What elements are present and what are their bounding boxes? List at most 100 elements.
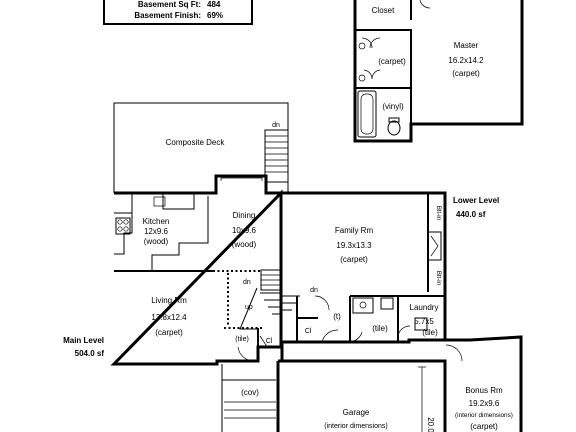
main-level-name: Main Level: [63, 336, 104, 345]
bonus-door-swing: [445, 344, 463, 362]
stairs-up: [260, 292, 281, 315]
fireplace-hearth: [430, 235, 439, 257]
deck-stair-treads: [265, 135, 288, 173]
bonus-walls: [445, 335, 523, 432]
kitchen-peninsula: [151, 196, 209, 271]
bathtub-basin-icon: [360, 93, 374, 135]
closet-floor: (carpet): [378, 57, 406, 66]
bath-door-swings: [363, 69, 381, 80]
family-floor: (carpet): [340, 255, 368, 264]
kitchen-floor: (wood): [144, 237, 169, 246]
master-suite-walls: [353, 0, 524, 143]
porch-floor: (cov): [241, 388, 259, 397]
kitchen-counter-top: [131, 193, 195, 213]
fireplace-icon: [427, 231, 442, 261]
lower-closet-cl-label: Cl: [305, 328, 312, 335]
lower-stair-door-swing: [314, 295, 330, 311]
deck-stairs-frame: [264, 129, 289, 183]
stove-icon: [115, 217, 131, 235]
washer-icon: [380, 297, 394, 310]
master-size: 16.2x14.2: [448, 56, 484, 65]
bathtub-icon: [357, 90, 377, 138]
bonus-floor: (carpet): [470, 422, 498, 431]
lower-door-swings: [321, 329, 363, 343]
basement-sqft-label: Basement Sq Ft:: [138, 0, 201, 9]
laundry-walls: [349, 295, 445, 342]
stairs-dn-label: dn: [243, 279, 251, 286]
closet-bath-partition: [355, 29, 412, 124]
deck-stairs-dn-label: dn: [272, 122, 280, 129]
utility-sink-icon: [352, 297, 374, 314]
deck: Composite Deck dn: [113, 102, 289, 193]
dining-floor: (wood): [232, 240, 257, 249]
bonus-room: Bonus Rm 19.2x9.6 (interior dimensions) …: [445, 335, 523, 432]
dining-size: 10x9.6: [232, 226, 257, 235]
bath-floor: (vinyl): [382, 102, 404, 111]
front-door-swing: [237, 346, 255, 362]
stairs-up-label: up: [245, 304, 253, 311]
lower-level-area: 440.0 sf: [456, 210, 486, 219]
master-door-swing: [419, 0, 431, 9]
family-name: Family Rm: [335, 226, 374, 235]
kitchen-counter-left: [114, 212, 133, 255]
laundry-floor: (tile): [422, 328, 438, 337]
lower-dn-label: dn: [310, 287, 318, 294]
lower-level-name: Lower Level: [453, 196, 499, 205]
toilet-icon: [387, 120, 401, 136]
foyer-closet-walls: [257, 328, 281, 361]
main-level-area: 504.0 sf: [75, 349, 105, 358]
laundry-door-swing: [397, 325, 411, 337]
living-floor: (carpet): [155, 328, 183, 337]
living-name: Living Rm: [151, 296, 187, 305]
garage-dimension: 20.0: [426, 417, 435, 432]
info-box-frame: [103, 0, 253, 25]
bltin-bottom-label: Blt-in: [435, 271, 442, 286]
laundry-name: Laundry: [410, 303, 439, 312]
garage-walls: [276, 359, 447, 432]
closet-door-swing: [259, 335, 269, 349]
porch: (cov): [221, 364, 276, 432]
kitchen-sink-icon: [153, 196, 166, 207]
toilet-tank-icon: [388, 117, 400, 123]
dryer-icon: [414, 317, 428, 331]
basement-finish-label: Basement Finish:: [134, 11, 201, 20]
lower-level: Blt-in Blt-in dn Cl (t) (tile) Family Rm…: [278, 191, 499, 363]
garage: Garage (interior dimensions) 20.0: [276, 359, 447, 432]
bonus-name: Bonus Rm: [465, 386, 503, 395]
porch-steps: [224, 401, 276, 419]
burner-icon: [117, 226, 123, 232]
porch-outline: [221, 364, 276, 432]
burner-icon: [123, 219, 129, 225]
sink-icon: [358, 74, 366, 82]
info-box: Basement Sq Ft: 484 Basement Finish: 69%: [103, 0, 253, 25]
master-floor: (carpet): [452, 69, 480, 78]
master-name: Master: [454, 41, 479, 50]
lower-closet-walls: [296, 296, 318, 342]
burner-icon: [123, 226, 129, 232]
foyer-floor: (tile): [235, 336, 249, 343]
burner-icon: [117, 219, 123, 225]
laundry-size: 5.7x5: [414, 317, 434, 326]
closet-name: Closet: [372, 6, 395, 15]
bonus-size: 19.2x9.6: [469, 399, 500, 408]
stair-treads: [261, 274, 281, 286]
hall-tile-floor: (tile): [372, 324, 388, 333]
dining-name: Dining: [233, 211, 256, 220]
main-level: dn up Cl (tile) Kitchen 12x9.6 (wood) Di…: [63, 174, 283, 366]
upper-level: Closet Master 16.2x14.2 (carpet) (carpet…: [353, 0, 524, 143]
closet-fixture-icon: [358, 42, 366, 50]
drain-icon: [359, 301, 367, 309]
basement-finish-value: 69%: [207, 11, 223, 20]
garage-name: Garage: [343, 408, 370, 417]
stair-rail: [239, 287, 258, 330]
closet-door-swings: [361, 37, 381, 49]
basement-sqft-value: 484: [207, 0, 221, 9]
deck-name: Composite Deck: [166, 138, 226, 147]
bltin-top-label: Blt-in: [435, 206, 442, 221]
living-size: 13.8x12.4: [151, 313, 187, 322]
kitchen-size: 12x9.6: [144, 227, 169, 236]
lower-level-walls: [278, 191, 447, 363]
bonus-note: (interior dimensions): [455, 412, 513, 419]
kitchen-name: Kitchen: [143, 217, 170, 226]
